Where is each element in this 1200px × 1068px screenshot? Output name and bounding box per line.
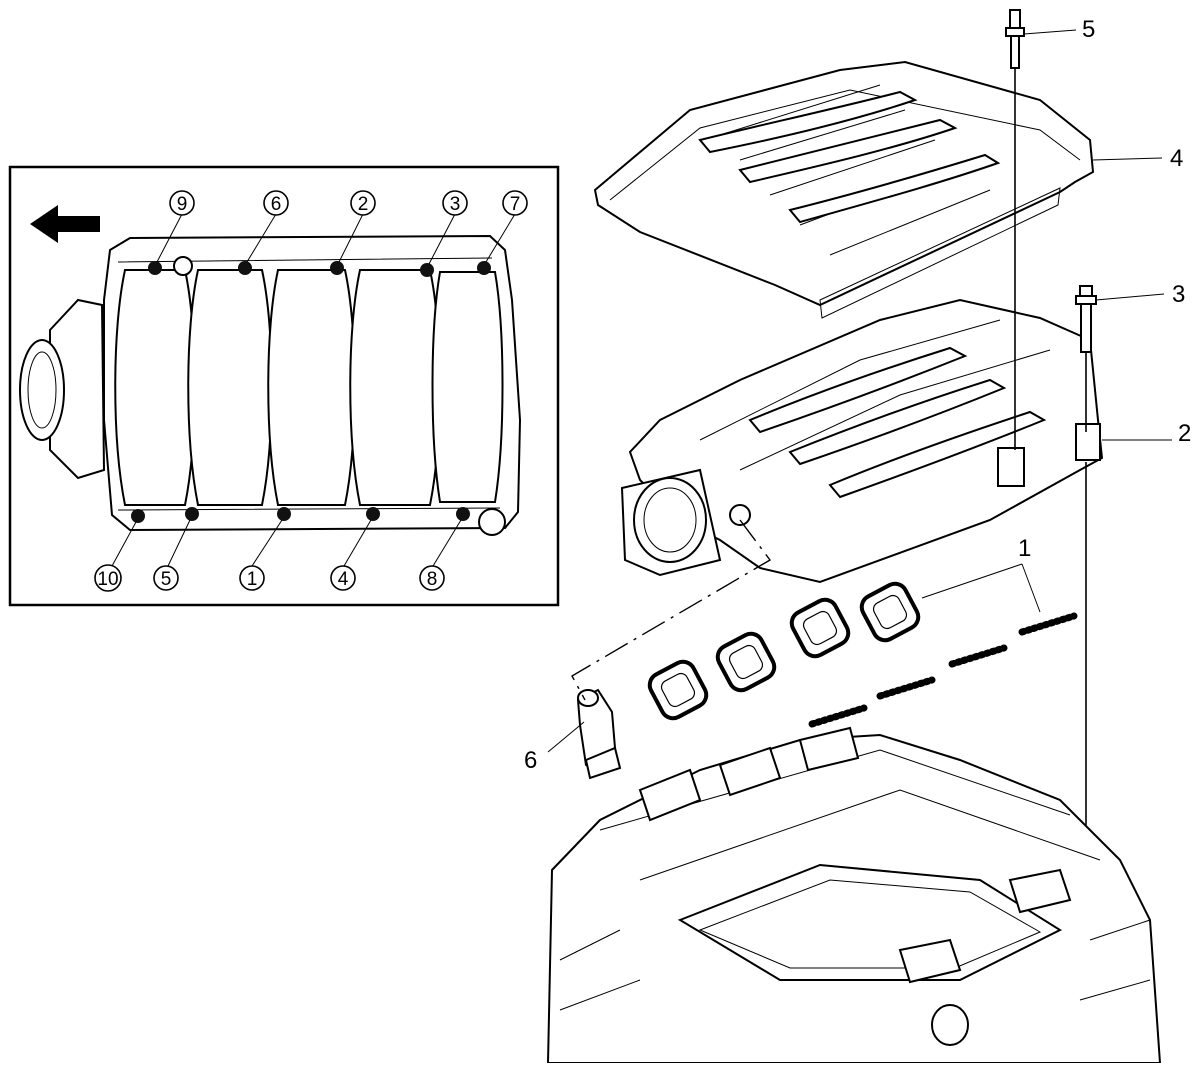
bolt-head [131, 509, 145, 523]
callout-6: 6 [524, 747, 537, 774]
sequence-marker: 1 [239, 565, 265, 591]
sequence-number: 7 [510, 194, 521, 215]
sequence-number: 5 [161, 569, 172, 590]
sequence-marker: 5 [153, 565, 179, 591]
cover-bolt [1005, 9, 1025, 69]
callout-3: 3 [1172, 281, 1185, 308]
sequence-leaders [111, 213, 516, 567]
sequence-number: 6 [271, 194, 282, 215]
gasket [647, 659, 709, 721]
intake-gaskets [647, 581, 1078, 728]
pcv-tube [576, 688, 622, 780]
sequence-number: 2 [358, 194, 369, 215]
intake-manifold [620, 298, 1104, 584]
bolt-head [277, 507, 291, 521]
part-callouts: 1 2 3 4 5 6 [524, 16, 1191, 774]
sequence-marker: 2 [350, 190, 376, 216]
bolt-head [330, 261, 344, 275]
bolt-head [420, 263, 434, 277]
bolt-head [148, 261, 162, 275]
sequence-number: 8 [427, 569, 438, 590]
manifold-top-view [19, 234, 522, 536]
gasket [789, 597, 851, 659]
sequence-marker: 10 [94, 564, 122, 592]
sequence-number: 4 [338, 569, 349, 590]
sequence-number: 10 [97, 569, 118, 590]
bolt-head [185, 507, 199, 521]
sequence-marker: 7 [502, 190, 528, 216]
sequence-number: 9 [177, 194, 188, 215]
sequence-marker: 9 [169, 190, 195, 216]
alignment-lines [1014, 68, 1087, 870]
gasket-strips [808, 612, 1078, 728]
gasket [715, 631, 777, 693]
bolt-head [456, 507, 470, 521]
bolt-head [366, 507, 380, 521]
bolt-head [477, 261, 491, 275]
pcv-centerline [571, 519, 772, 701]
inset-bolt-heads [131, 261, 491, 523]
callout-5: 5 [1082, 16, 1095, 43]
bolt-head [238, 261, 252, 275]
callout-1: 1 [1018, 535, 1031, 562]
tightening-sequence-inset: 9 6 2 3 7 10 [8, 165, 560, 607]
sequence-marker: 8 [419, 565, 445, 591]
arrow-left-icon [30, 205, 100, 243]
sequence-top-row: 9 6 2 3 7 [169, 190, 528, 216]
sequence-bottom-row: 10 5 1 4 8 [94, 564, 445, 592]
gasket [859, 581, 921, 643]
callout-4: 4 [1170, 145, 1183, 172]
engine-block [546, 726, 1162, 1064]
callout-2: 2 [1178, 420, 1191, 447]
sequence-marker: 3 [442, 190, 468, 216]
sequence-marker: 6 [263, 190, 289, 216]
sequence-number: 1 [247, 569, 258, 590]
manifold-cover [593, 60, 1095, 319]
sequence-marker: 4 [330, 565, 356, 591]
sequence-number: 3 [450, 194, 461, 215]
